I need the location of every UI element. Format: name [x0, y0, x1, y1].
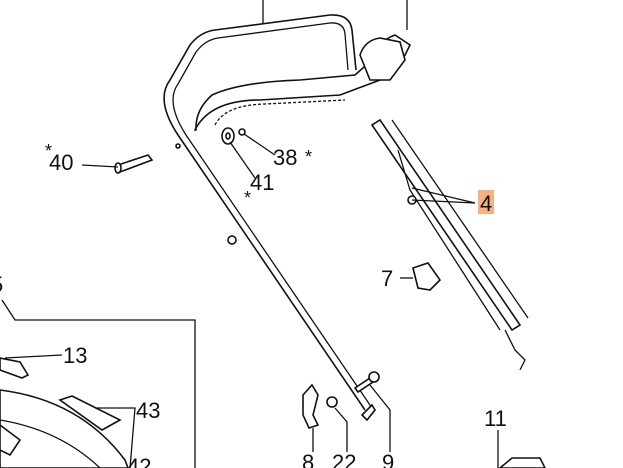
callout-8[interactable]: 8: [302, 450, 314, 468]
star-38: *: [305, 147, 312, 167]
highlight-box-4: [478, 190, 494, 214]
clip-7: [412, 262, 442, 291]
callout-9[interactable]: 9: [382, 450, 394, 468]
callout-40[interactable]: 40: [49, 150, 73, 175]
knob-8: [302, 383, 320, 429]
callout-42[interactable]: 42: [127, 454, 151, 468]
callout-22[interactable]: 22: [332, 450, 356, 468]
control-cable-rod: [370, 118, 529, 371]
washers-38-41: [221, 127, 246, 145]
bolt-9: [353, 371, 380, 394]
nut-22: [326, 396, 338, 408]
pin-40: [114, 154, 154, 174]
mower-body: [0, 357, 546, 468]
callout-4[interactable]: 4: [480, 191, 492, 216]
callout-13[interactable]: 13: [63, 343, 87, 368]
callout-11[interactable]: 11: [484, 406, 507, 431]
callout-43[interactable]: 43: [136, 398, 160, 423]
callout-38[interactable]: 38: [273, 145, 297, 170]
leader-lines: [1, 133, 499, 468]
upper-grip: [193, 0, 412, 131]
callout-7[interactable]: 7: [381, 266, 393, 291]
star-41: *: [244, 188, 251, 208]
star-40: *: [45, 141, 52, 161]
callout-5[interactable]: 5: [0, 272, 3, 297]
callout-41[interactable]: 41: [250, 170, 274, 195]
handle-bar: [163, 0, 376, 422]
